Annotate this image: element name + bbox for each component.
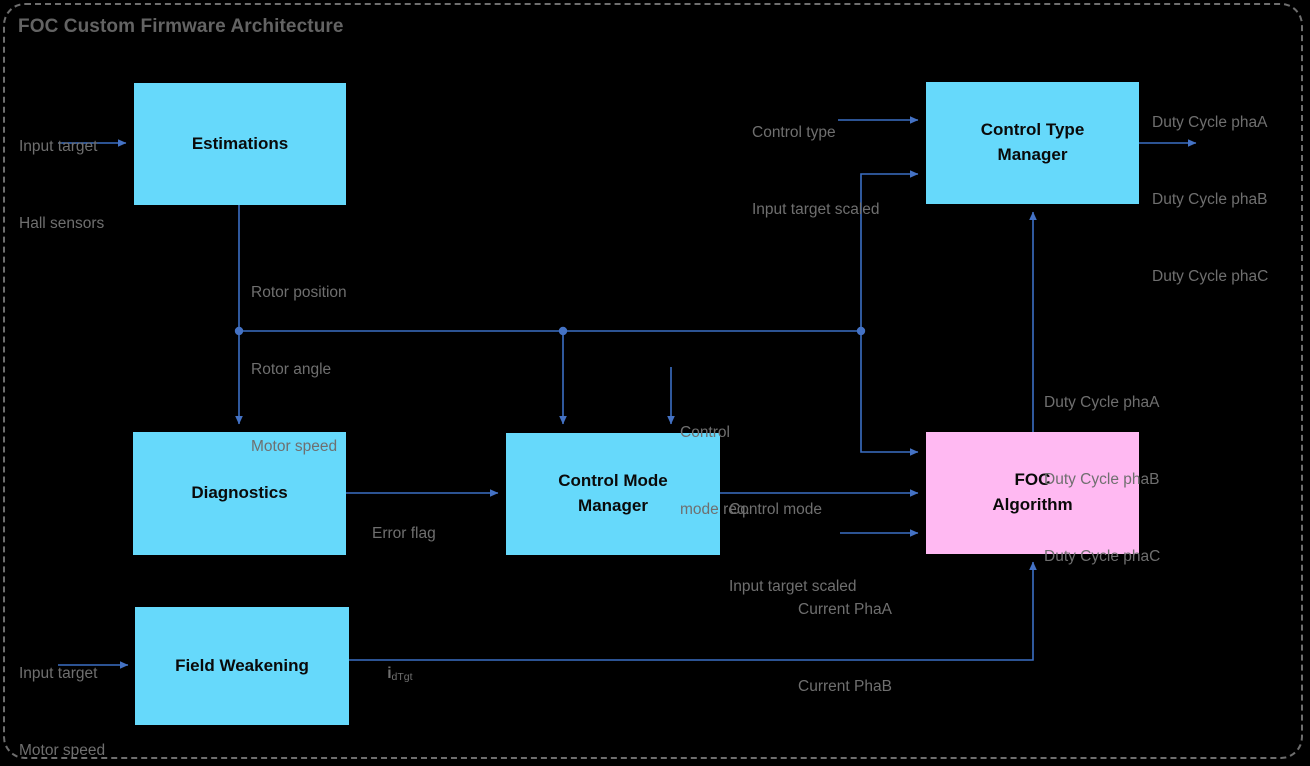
node-control-mode-manager-line2: Manager xyxy=(578,496,648,515)
label-fw-input-line1: Input target xyxy=(19,665,98,683)
node-estimations-label: Estimations xyxy=(191,133,289,153)
label-control-type-output-line3: Duty Cycle phaC xyxy=(1152,267,1269,285)
node-control-mode-manager-label: Control Mode Manager xyxy=(558,469,668,518)
node-field-weakening[interactable]: Field Weakening xyxy=(135,607,349,725)
label-currents-line1: Current PhaA xyxy=(798,601,892,619)
label-cmm-output-line1: Control mode xyxy=(729,501,823,519)
node-foc-algorithm-line2: Algorithm xyxy=(992,495,1073,514)
node-field-weakening-label: Field Weakening xyxy=(175,655,309,675)
label-control-mode-manager-output: Control mode Input target scaled xyxy=(729,446,857,651)
label-foc-duty-cycles: Duty Cycle phaA Duty Cycle phaB Duty Cyc… xyxy=(1044,339,1160,620)
label-control-type-output-line1: Duty Cycle phaA xyxy=(1152,114,1268,132)
label-control-type-input: Control type Input target scaled xyxy=(752,69,880,274)
junction-dot-estimations-bus xyxy=(234,326,244,336)
node-diagnostics[interactable]: Diagnostics xyxy=(133,432,346,555)
label-control-type-output: Duty Cycle phaA Duty Cycle phaB Duty Cyc… xyxy=(1152,59,1268,340)
wire-bus-to-foc-algorithm xyxy=(860,331,919,456)
page-title: FOC Custom Firmware Architecture xyxy=(18,16,344,37)
label-control-mode-req: Control mode req. xyxy=(680,369,750,574)
label-error-flag: Error flag xyxy=(372,470,436,598)
label-fw-input-line2: Motor speed xyxy=(19,741,106,759)
node-control-mode-manager-line1: Control Mode xyxy=(558,471,668,491)
label-field-weakening-input: Input target Motor speed xyxy=(19,610,105,766)
label-control-type-input-line1: Control type xyxy=(752,124,836,142)
label-estimations-input-line1: Input target xyxy=(19,138,98,156)
label-currents: Current PhaA Current PhaB xyxy=(798,546,892,751)
label-fw-output-base: i xyxy=(387,664,392,682)
node-control-type-manager-line2: Manager xyxy=(997,145,1068,164)
label-fw-output-sub: dTgt xyxy=(391,670,413,683)
node-diagnostics-label: Diagnostics xyxy=(191,483,288,503)
label-control-mode-req-line2: mode req. xyxy=(680,500,750,518)
node-control-mode-manager[interactable]: Control Mode Manager xyxy=(506,433,720,555)
label-error-flag-text: Error flag xyxy=(372,525,436,543)
label-foc-duty-line1: Duty Cycle phaA xyxy=(1044,394,1160,412)
node-foc-algorithm-label: FOC Algorithm xyxy=(992,468,1072,517)
node-foc-algorithm[interactable]: FOC Algorithm xyxy=(926,432,1139,554)
label-control-type-output-line2: Duty Cycle phaB xyxy=(1152,190,1268,208)
label-estimations-output-line2: Rotor angle xyxy=(251,360,332,378)
node-control-type-manager-label: Control Type Manager xyxy=(981,118,1085,167)
label-currents-line2: Current PhaB xyxy=(798,677,892,695)
label-estimations-output: Rotor position Rotor angle Motor speed xyxy=(251,229,347,510)
label-estimations-output-line1: Rotor position xyxy=(251,284,347,302)
node-control-type-manager[interactable]: Control Type Manager xyxy=(926,82,1139,204)
label-estimations-input: Input target Hall sensors xyxy=(19,83,104,288)
junction-dot-right-bus xyxy=(856,326,866,336)
label-field-weakening-output: idTgt xyxy=(370,635,413,712)
label-cmm-output-line2: Input target scaled xyxy=(729,577,857,595)
node-estimations[interactable]: Estimations xyxy=(134,83,346,205)
label-estimations-output-line3: Motor speed xyxy=(251,437,338,455)
label-estimations-input-line2: Hall sensors xyxy=(19,214,105,232)
label-foc-duty-line2: Duty Cycle phaB xyxy=(1044,470,1160,488)
wire-field-weakening-to-foc-algorithm xyxy=(349,561,1037,661)
label-control-mode-req-line1: Control xyxy=(680,424,730,442)
junction-dot-control-mode-bus xyxy=(558,326,568,336)
label-control-type-input-line2: Input target scaled xyxy=(752,200,880,218)
node-foc-algorithm-line1: FOC xyxy=(1014,470,1051,490)
label-foc-duty-line3: Duty Cycle phaC xyxy=(1044,547,1161,565)
node-control-type-manager-line1: Control Type xyxy=(980,120,1085,140)
